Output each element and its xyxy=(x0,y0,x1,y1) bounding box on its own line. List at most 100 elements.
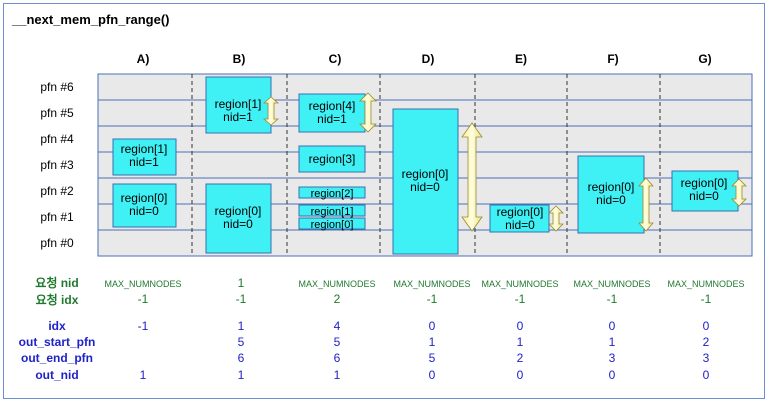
cell-req-nid-b: 1 xyxy=(238,276,245,290)
pfn-label-1: pfn #1 xyxy=(40,210,74,224)
cell-req-nid-f: MAX_NUMNODES xyxy=(573,279,650,289)
cell-req-nid-d: MAX_NUMNODES xyxy=(393,279,470,289)
cell-out-end-pfn-f: 3 xyxy=(609,351,616,365)
region-d-0-name: region[0] xyxy=(402,167,449,181)
column-header-c: C) xyxy=(329,52,342,66)
diagram-title: __next_mem_pfn_range() xyxy=(11,12,170,27)
cell-out-start-pfn-g: 2 xyxy=(703,335,710,349)
cell-req-idx-a: -1 xyxy=(138,292,149,306)
cell-req-idx-d: -1 xyxy=(427,292,438,306)
region-b-1-name: region[1] xyxy=(215,97,262,111)
cell-out-end-pfn-g: 3 xyxy=(703,351,710,365)
region-g-0: region[0] nid=0 xyxy=(671,170,739,212)
cell-req-nid-a: MAX_NUMNODES xyxy=(104,279,181,289)
cell-idx-c: 4 xyxy=(334,319,341,333)
cell-out-nid-f: 0 xyxy=(609,368,616,382)
row-label-out-end-pfn: out_end_pfn xyxy=(21,351,93,365)
region-b-0: region[0] nid=0 xyxy=(205,183,272,254)
cell-idx-a: -1 xyxy=(138,319,149,333)
cell-req-idx-f: -1 xyxy=(607,292,618,306)
region-a-0-nid: nid=0 xyxy=(129,204,159,218)
region-a-1-nid: nid=1 xyxy=(129,155,159,169)
range-arrow-b xyxy=(262,96,280,126)
pfn-label-2: pfn #2 xyxy=(40,184,74,198)
row-label-req-idx: 요청 idx xyxy=(36,292,79,307)
cell-out-end-pfn-e: 2 xyxy=(517,351,524,365)
row-label-out-nid: out_nid xyxy=(35,368,78,382)
cell-idx-g: 0 xyxy=(703,319,710,333)
cell-req-idx-b: -1 xyxy=(236,292,247,306)
region-b-0-nid: nid=0 xyxy=(223,217,253,231)
cell-req-nid-g: MAX_NUMNODES xyxy=(667,279,744,289)
cell-out-nid-c: 1 xyxy=(334,368,341,382)
column-header-d: D) xyxy=(422,52,435,66)
region-c-3: region[3] xyxy=(298,145,366,173)
column-dividers xyxy=(191,74,661,256)
region-e-0: region[0] nid=0 xyxy=(489,204,550,233)
pfn-label-0: pfn #0 xyxy=(40,236,74,250)
region-e-0-nid: nid=0 xyxy=(505,218,535,232)
cell-req-idx-g: -1 xyxy=(701,292,712,306)
column-header-g: G) xyxy=(698,52,711,66)
range-arrow-d xyxy=(461,122,483,232)
cell-req-idx-c: 2 xyxy=(334,292,341,306)
region-c-0-name: region[0] xyxy=(311,219,354,231)
row-label-req-nid: 요청 nid xyxy=(35,275,78,290)
cell-out-end-pfn-c: 6 xyxy=(334,351,341,365)
cell-idx-b: 1 xyxy=(238,319,245,333)
region-a-0-name: region[0] xyxy=(121,191,168,205)
pfn-label-6: pfn #6 xyxy=(40,80,74,94)
range-arrow-g xyxy=(731,178,747,207)
region-a-0: region[0] nid=0 xyxy=(112,183,177,228)
region-c-0: region[0] xyxy=(298,217,366,231)
region-b-0-name: region[0] xyxy=(215,204,262,218)
cell-out-nid-d: 0 xyxy=(429,368,436,382)
row-label-out-start-pfn: out_start_pfn xyxy=(19,335,96,349)
cell-out-start-pfn-e: 1 xyxy=(517,335,524,349)
region-e-0-name: region[0] xyxy=(497,205,544,219)
region-b-1: region[1] nid=1 xyxy=(205,76,272,134)
region-d-0: region[0] nid=0 xyxy=(392,108,459,255)
range-arrow-c xyxy=(359,92,377,133)
cell-idx-f: 0 xyxy=(609,319,616,333)
region-c-4-nid: nid=1 xyxy=(317,112,347,126)
region-c-2-name: region[2] xyxy=(311,188,354,200)
region-d-0-nid: nid=0 xyxy=(410,180,440,194)
region-a-1-name: region[1] xyxy=(121,142,168,156)
pfn-label-3: pfn #3 xyxy=(40,158,74,172)
region-c-1-name: region[1] xyxy=(311,206,354,218)
pfn-label-5: pfn #5 xyxy=(40,106,74,120)
cell-out-end-pfn-b: 6 xyxy=(238,351,245,365)
cell-idx-d: 0 xyxy=(429,319,436,333)
range-arrow-f xyxy=(638,177,654,232)
region-c-1: region[1] xyxy=(298,204,366,218)
region-g-0-nid: nid=0 xyxy=(689,189,719,203)
region-c-4: region[4] nid=1 xyxy=(298,93,366,133)
region-f-0: region[0] nid=0 xyxy=(577,155,645,234)
region-g-0-name: region[0] xyxy=(681,176,728,190)
region-f-0-nid: nid=0 xyxy=(596,193,626,207)
cell-req-idx-e: -1 xyxy=(515,292,526,306)
column-header-e: E) xyxy=(515,52,527,66)
region-c-4-name: region[4] xyxy=(309,99,356,113)
range-arrow-e xyxy=(548,205,564,232)
cell-out-start-pfn-c: 5 xyxy=(334,335,341,349)
region-f-0-name: region[0] xyxy=(588,180,635,194)
column-header-b: B) xyxy=(233,52,246,66)
region-c-2: region[2] xyxy=(298,186,366,200)
cell-out-start-pfn-f: 1 xyxy=(609,335,616,349)
cell-out-nid-b: 1 xyxy=(238,368,245,382)
pfn-label-4: pfn #4 xyxy=(40,132,74,146)
region-c-3-name: region[3] xyxy=(309,152,356,166)
region-b-1-nid: nid=1 xyxy=(223,110,253,124)
cell-out-nid-e: 0 xyxy=(517,368,524,382)
cell-out-end-pfn-d: 5 xyxy=(429,351,436,365)
cell-out-nid-a: 1 xyxy=(140,368,147,382)
cell-req-nid-e: MAX_NUMNODES xyxy=(481,279,558,289)
cell-idx-e: 0 xyxy=(517,319,524,333)
column-header-f: F) xyxy=(607,52,618,66)
cell-out-start-pfn-d: 1 xyxy=(429,335,436,349)
cell-out-start-pfn-b: 5 xyxy=(238,335,245,349)
cell-out-nid-g: 0 xyxy=(703,368,710,382)
